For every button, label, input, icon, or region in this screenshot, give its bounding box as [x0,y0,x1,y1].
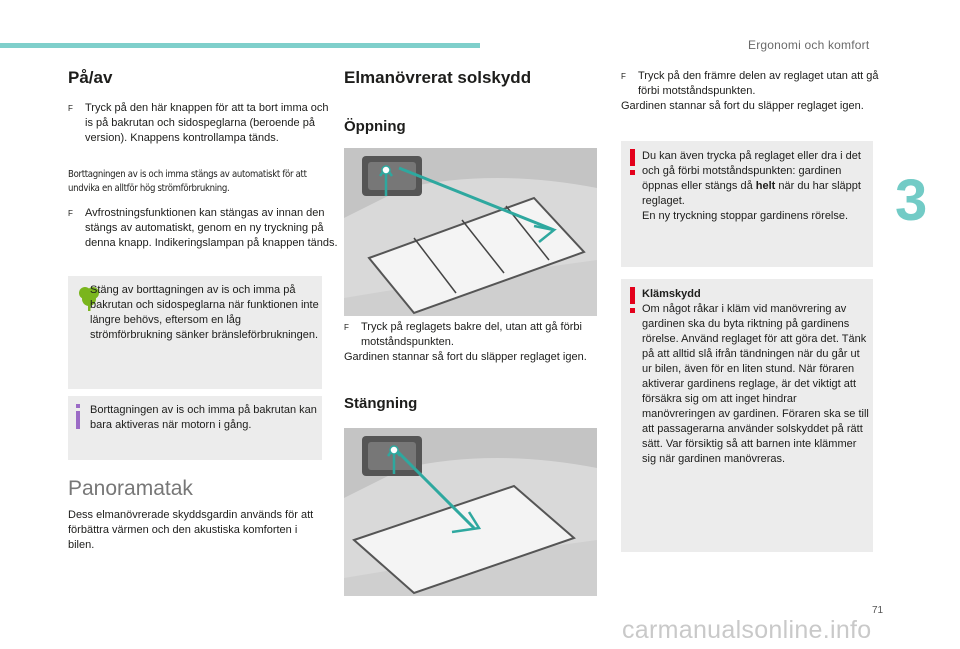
warning-text-bold: helt [755,180,776,192]
open-stop-note: Gardinen stannar så fort du släpper regl… [344,351,587,363]
close-stop-note: Gardinen stannar så fort du släpper regl… [621,100,864,112]
section-title-on-off: På/av [68,68,113,87]
bullet-text: Tryck på den främre delen av reglaget ut… [638,70,879,97]
subsection-title-opening: Öppning [344,118,406,135]
panorama-description: Dess elmanövrerade skyddsgardin används … [68,509,314,551]
pinch-protection-title: Klämskydd [642,288,701,300]
sunroof-closing-photo [344,428,597,596]
warning-exclamation-icon [630,149,635,175]
pinch-protection-text: Om något råkar i kläm vid manövrering av… [642,303,869,465]
warning-text-part: En ny tryckning stoppar gardinens rörels… [642,210,849,222]
bullet-text: Tryck på den här knappen för att ta bort… [85,102,329,144]
bullet-marker: F [344,323,349,332]
pinch-protection-content: Klämskydd Om något råkar i kläm vid manö… [642,287,872,467]
chapter-number: 3 [895,168,928,233]
bullet-marker: F [68,209,73,218]
auto-off-note: Borttagningen av is och imma stängs av a… [68,169,307,194]
bullet-press-button: F Tryck på den här knappen för att ta bo… [68,101,339,146]
sunroof-opening-photo [344,148,597,316]
warning-text-part: Du kan även trycka på reglaget eller dra… [642,150,861,192]
bullet-close-instruction: F Tryck på den främre delen av reglaget … [621,69,882,99]
section-title-sunshade: Elmanövrerat solskydd [344,68,532,87]
info-icon [76,404,80,429]
info-box: Borttagningen av is och imma på bakrutan… [68,396,322,460]
warning-exclamation-icon [630,287,635,313]
subsection-title-closing: Stängning [344,395,418,412]
chapter-title: Ergonomi och komfort [748,38,870,52]
bullet-text: Avfrostningsfunktionen kan stängas av in… [85,207,338,249]
warning-box-full-travel: Du kan även trycka på reglaget eller dra… [621,141,873,267]
eco-leaf-icon [79,287,99,311]
bullet-marker: F [68,104,73,113]
section-title-panorama: Panoramatak [68,477,193,500]
warning-full-travel-text: Du kan även trycka på reglaget eller dra… [642,149,870,224]
bullet-marker: F [621,72,626,81]
header-accent-bar [0,43,480,48]
eco-tip-box: Stäng av borttagningen av is och imma på… [68,276,322,389]
watermark: carmanualsonline.info [622,616,872,644]
warning-text-part: när du har släppt reglaget. [642,180,861,207]
info-text: Borttagningen av is och imma på bakrutan… [90,404,317,431]
eco-tip-text: Stäng av borttagningen av is och imma på… [90,284,319,341]
bullet-defrost-off: F Avfrostningsfunktionen kan stängas av … [68,206,339,251]
warning-box-pinch-protection: Klämskydd Om något råkar i kläm vid manö… [621,279,873,552]
bullet-open-instruction: F Tryck på reglagets bakre del, utan att… [344,320,605,350]
page-number: 71 [872,605,884,616]
bullet-text: Tryck på reglagets bakre del, utan att g… [361,321,582,348]
